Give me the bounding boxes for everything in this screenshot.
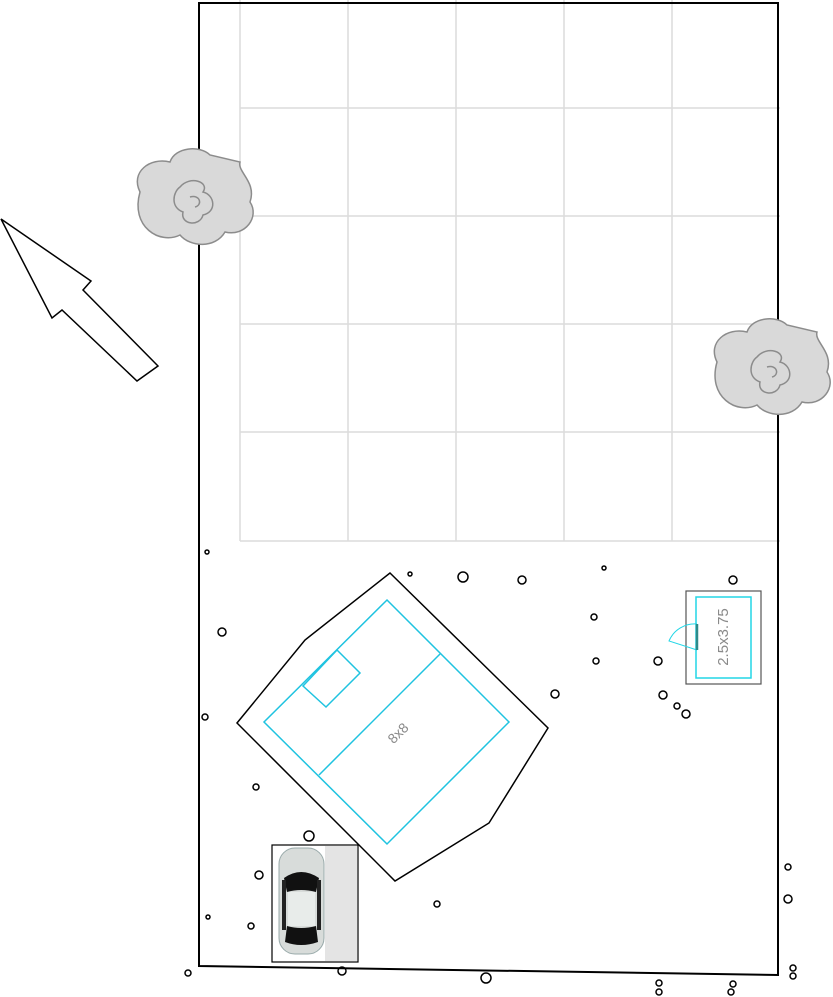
house-label: 8x8	[384, 719, 411, 746]
car-icon	[278, 847, 325, 955]
tree-icon	[713, 318, 831, 416]
parking-space	[271, 844, 359, 963]
shed[interactable]: 2.5x3.75	[668, 590, 762, 685]
shed-label: 2.5x3.75	[715, 608, 732, 666]
house-outline	[235, 572, 549, 882]
tree-icon	[136, 148, 254, 246]
house-footprint	[262, 598, 511, 846]
door-swing-icon	[668, 623, 698, 651]
house-room	[301, 648, 362, 709]
shed-outline	[685, 590, 762, 685]
shrub-markers	[184, 549, 797, 996]
north-arrow-icon	[0, 218, 160, 382]
house[interactable]: 8x8	[235, 572, 549, 882]
plot-boundary	[198, 2, 779, 977]
garden-grid	[239, 0, 780, 542]
house-divider	[318, 653, 441, 776]
